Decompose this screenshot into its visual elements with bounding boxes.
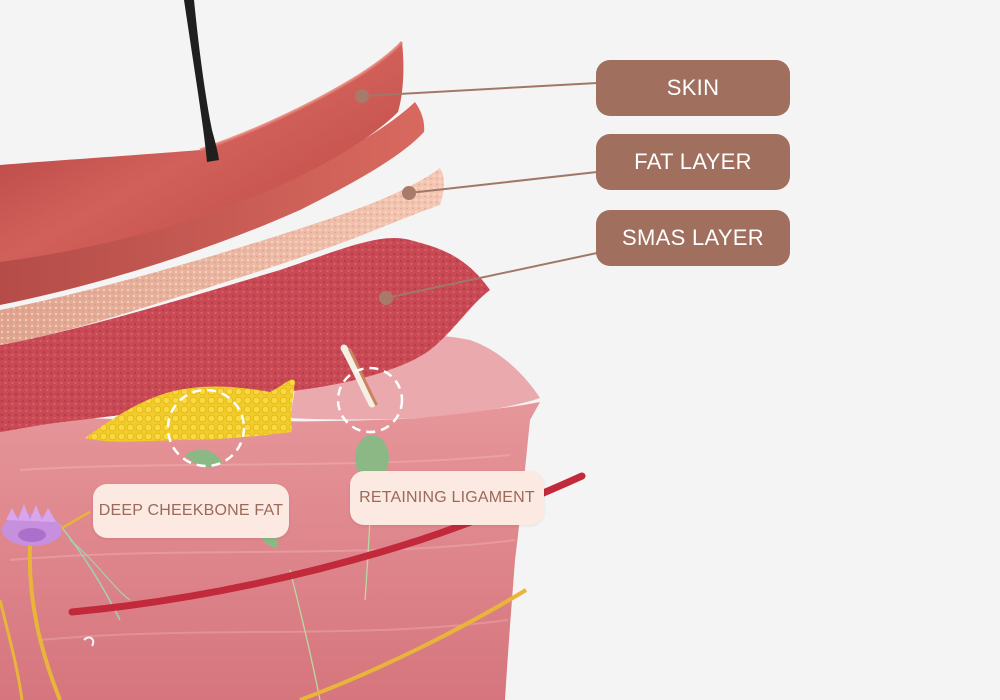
gland-cluster: [2, 504, 62, 546]
skin-edge-highlight: [199, 40, 404, 152]
retaining-ligament-label: RETAINING LIGAMENT: [350, 471, 544, 525]
fat-layer-label: FAT LAYER: [596, 134, 790, 190]
yellow-nerve: [299, 588, 528, 700]
muscle-fiber: [19, 454, 511, 471]
smas-texture: [0, 238, 490, 432]
vessel-curl: [83, 636, 95, 647]
smas-pointer-dot: [379, 291, 393, 305]
deep-cheekbone-fat-marker: [166, 388, 246, 468]
yellow-nerve: [0, 599, 24, 700]
retaining-ligament-marker: [336, 366, 404, 434]
fat-leader-line: [408, 171, 598, 194]
muscle-fiber: [39, 619, 509, 641]
fat-pointer-dot: [402, 186, 416, 200]
ligament-cluster: [355, 435, 389, 481]
yellow-nerve: [27, 544, 62, 700]
skin-leader-line: [361, 82, 598, 97]
skin-layer: [0, 42, 404, 262]
smas-leader-line: [385, 252, 598, 299]
deep-cheekbone-fat-texture: [85, 379, 295, 442]
smas-layer-label: SMAS LAYER: [596, 210, 790, 266]
facial-nerve-branch: [289, 569, 321, 700]
skin-label: SKIN: [596, 60, 790, 116]
ligament-cluster: [185, 449, 222, 468]
skin-pointer-dot: [355, 89, 369, 103]
hair-strand: [184, 0, 219, 162]
facial-nerve-branch: [69, 539, 131, 601]
deep-cheekbone-fat-label: DEEP CHEEKBONE FAT: [93, 484, 289, 538]
muscle-fiber: [9, 539, 516, 561]
ligament-fiber-shade: [348, 348, 378, 406]
fat-layer-texture: [0, 168, 444, 345]
